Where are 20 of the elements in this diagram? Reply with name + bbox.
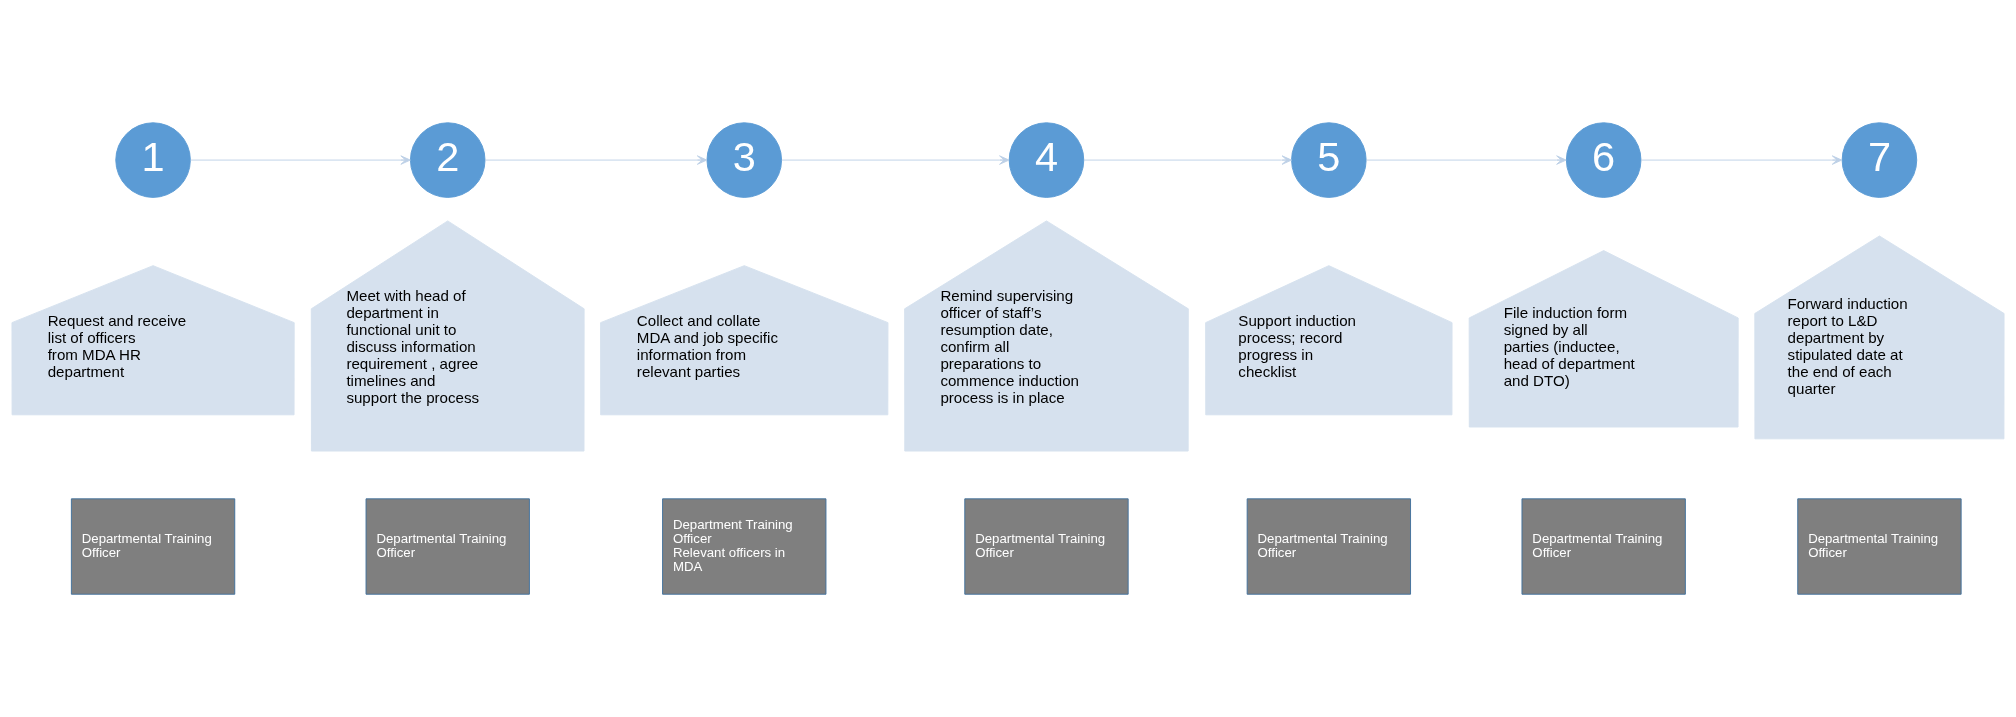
- node-box: Department Training Officer Relevant officers in MDA: [662, 498, 827, 595]
- node-box: Departmental Training Officer: [365, 498, 530, 595]
- arrow: [484, 155, 708, 165]
- node-circle: 2: [409, 122, 486, 198]
- node-circle: 3: [706, 122, 783, 198]
- node-circle: 4: [1008, 122, 1085, 198]
- node-box: Departmental Training Officer: [964, 498, 1129, 595]
- node-circle: 1: [115, 122, 191, 198]
- node-box: Departmental Training Officer: [70, 498, 236, 595]
- arrow: [781, 155, 1010, 165]
- arrow: [1083, 155, 1292, 165]
- node-box: Departmental Training Officer: [1797, 498, 1962, 595]
- node-box: Departmental Training Officer: [1246, 498, 1411, 595]
- arrow: [1365, 155, 1567, 165]
- arrow: [1640, 155, 1843, 165]
- node-circle: 5: [1291, 122, 1367, 198]
- node-circle: 7: [1841, 122, 1918, 198]
- arrow: [190, 155, 411, 165]
- node-box: Departmental Training Officer: [1521, 498, 1686, 595]
- node-circle: 6: [1565, 122, 1642, 198]
